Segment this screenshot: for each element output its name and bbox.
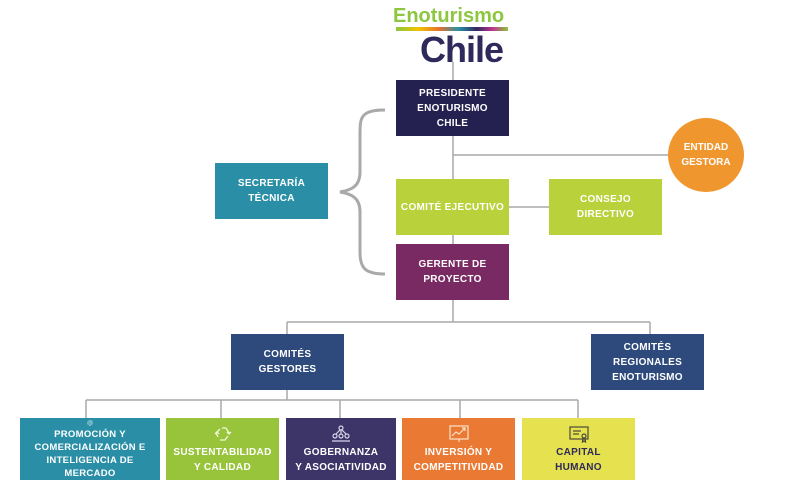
logo-enoturismo: Enoturismo bbox=[393, 5, 505, 27]
curly-brace bbox=[339, 108, 386, 276]
node-comite-ejecutivo: COMITÉ EJECUTIVO bbox=[396, 179, 509, 235]
node-consejo-directivo: CONSEJO DIRECTIVO bbox=[549, 179, 662, 235]
logo-stripe bbox=[396, 27, 508, 31]
logo-chile: Chile bbox=[420, 29, 504, 70]
people-network-icon bbox=[332, 425, 350, 442]
node-gerente-proyecto: GERENTE DE PROYECTO bbox=[396, 244, 509, 300]
recycle-icon bbox=[214, 427, 231, 441]
target-icon bbox=[87, 420, 93, 426]
node-inversion-label: INVERSIÓN Y COMPETITIVIDAD bbox=[413, 447, 504, 473]
node-promocion: PROMOCIÓN Y COMERCIALIZACIÓN E INTELIGEN… bbox=[20, 418, 160, 480]
node-gobernanza-label: GOBERNANZA Y ASOCIATIVIDAD bbox=[295, 447, 387, 473]
node-inversion: INVERSIÓN Y COMPETITIVIDAD bbox=[402, 418, 515, 480]
node-presidente: PRESIDENTE ENOTURISMO CHILE bbox=[396, 80, 509, 136]
node-sustentabilidad: SUSTENTABILIDAD Y CALIDAD bbox=[166, 418, 279, 480]
node-comites-regionales: COMITÉS REGIONALES ENOTURISMO bbox=[591, 334, 704, 390]
node-comites-gestores: COMITÉS GESTORES bbox=[231, 334, 344, 390]
node-promocion-label: PROMOCIÓN Y COMERCIALIZACIÓN E INTELIGEN… bbox=[34, 429, 146, 479]
node-capital: CAPITAL HUMANO bbox=[522, 418, 635, 480]
node-sustentabilidad-label: SUSTENTABILIDAD Y CALIDAD bbox=[173, 447, 272, 473]
certificate-icon bbox=[568, 426, 589, 443]
node-gobernanza: GOBERNANZA Y ASOCIATIVIDAD bbox=[286, 418, 396, 480]
growth-chart-icon bbox=[448, 425, 469, 442]
node-entidad-gestora: ENTIDAD GESTORA bbox=[668, 118, 744, 192]
node-capital-label: CAPITAL HUMANO bbox=[555, 447, 602, 473]
node-secretaria-tecnica: SECRETARÍA TÉCNICA bbox=[215, 163, 328, 219]
